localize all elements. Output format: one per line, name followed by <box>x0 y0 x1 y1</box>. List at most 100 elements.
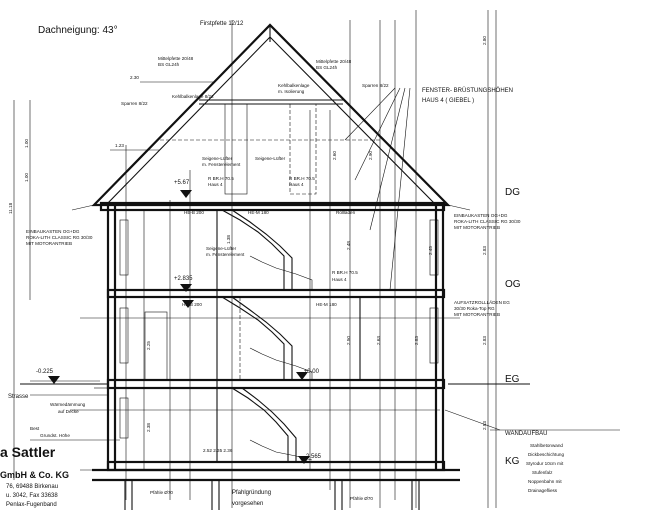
dim-mid-1: 1.38 <box>226 235 231 244</box>
dim-mid-4: 2.25 <box>146 341 151 350</box>
beam-label-mid-left: HE-B 200 <box>182 302 202 307</box>
grundst-label: Grundst. Höhe <box>40 433 70 438</box>
collar-beam-label: Kehlbalkenlage <box>278 83 310 88</box>
dim-mid-3: 2.50 <box>346 336 351 345</box>
dim-right-1: 2.80 <box>482 36 487 45</box>
left-shutter-label-2: ROKA-LITH CLASSIC RG 30/30 <box>26 235 93 240</box>
rollladen-label: Rollladen <box>336 210 356 215</box>
haus-label-og: Haus 4 <box>332 277 347 282</box>
dim-top-3: 2.90 <box>368 151 373 160</box>
level-street: -0.225 <box>36 369 54 375</box>
best-label: Best <box>30 426 40 431</box>
haus-label-dg-right: Haus 4 <box>289 182 304 187</box>
level-marker-eg <box>296 372 308 380</box>
left-shutter-label-3: MIT MOTORANTRIEB <box>26 241 72 246</box>
wall-layer-4: Stufenfalz <box>532 470 553 475</box>
roof-pitch-label: Dachneigung: 43° <box>38 25 118 36</box>
level-marker-og <box>180 284 192 292</box>
company-phone: u. 3042, Fax 33638 <box>6 493 58 499</box>
beam-marker <box>182 300 194 308</box>
mid-purlin-left-label: Mittelpfette 20/48 <box>158 56 194 61</box>
wall-layer-2: Dickbeschichtung <box>528 452 564 457</box>
level-eg: ±0.00 <box>304 369 320 375</box>
dim-left-a: 1.00 <box>24 139 29 148</box>
haus-label-dg: Haus 4 <box>208 182 223 187</box>
ventilator-label-og-2: m. Fensterelement <box>206 252 245 257</box>
pile-label-right: Pfähle Ø70 <box>350 496 373 501</box>
wall-layer-3: Styrodur 10cm mit <box>526 461 564 466</box>
ridge-purlin-label: Firstpfette 12/12 <box>200 21 244 27</box>
right-shutter-label-3: MIT MOTORANTRIEB <box>454 225 500 230</box>
dim-right-4: 2.83 <box>482 421 487 430</box>
ventilator-label-dg-2: m. Fensterelement <box>202 162 241 167</box>
beam-label-top-right: HE-M 180 <box>248 210 269 215</box>
rbr-label-dg: R BR.H 70.5 <box>208 176 234 181</box>
level-dg: +5.67 <box>174 180 190 186</box>
dim-mid-7: 2.60 <box>332 151 337 160</box>
insulation-label-2: auf Decke <box>58 409 79 414</box>
dim-mid-5: 2.38 <box>146 423 151 432</box>
dim-left-total: 11.18 <box>8 202 13 214</box>
window-heading: FENSTER- BRÜSTUNGSHÖHEN <box>422 87 513 94</box>
level-marker-dg <box>180 190 192 198</box>
collar-beam-label-2: m. Isolierung <box>278 89 305 94</box>
dim-right-5: 2.83 <box>414 336 419 345</box>
floor-label-dg: DG <box>505 187 520 198</box>
beam-label-top-left: HE-B 200 <box>184 210 204 215</box>
ventilator-label-dg-right: Seigene-Lüfter <box>255 156 286 161</box>
mid-purlin-right-label-2: BS GL24h <box>316 65 338 70</box>
level-marker-kg <box>298 456 310 464</box>
roof <box>71 23 471 211</box>
company-address: 76, 69488 Birkenau <box>6 484 58 490</box>
dimension-lines <box>13 10 497 508</box>
dim-right-3: 2.83 <box>482 336 487 345</box>
rbr-label-dg-right: R BR.H 70.5 <box>289 176 315 181</box>
foundation-label: Pfahlgründung <box>232 490 271 496</box>
street-label: Strasse <box>8 394 29 400</box>
left-shutter-label-1: EINBAUKASTEN OG+DG <box>26 229 80 234</box>
kg-dimension-text: 2.52 2.35 2.36 <box>203 448 233 453</box>
level-marker-street <box>48 376 60 384</box>
dim-left-b: 1.00 <box>24 173 29 182</box>
wall-layer-6: Drainagefliess <box>528 488 558 493</box>
dim-top-1: 2.30 <box>130 75 139 80</box>
window-heading-sub: HAUS 4 ( GIEBEL ) <box>422 98 474 104</box>
floor-label-og: OG <box>505 279 521 290</box>
roller-eg-label-3: MIT MOTORANTRIEB <box>454 312 500 317</box>
collar-beam-left-label: Kehlbalkenlage 8/22 <box>172 94 214 99</box>
right-shutter-label-2: ROKA-LITH CLASSIC RG 30/30 <box>454 219 521 224</box>
roller-eg-label-2: 30/30 Roka-Top RG <box>454 306 495 311</box>
pile-label-left: Pfähle Ø70 <box>150 490 173 495</box>
rafter-left-label: Sparren 8/22 <box>121 101 148 106</box>
rbr-label-og: R BR.H 70.5 <box>332 270 358 275</box>
ventilator-label-og: Seigene-Lüfter <box>206 246 237 251</box>
rafter-right-label: Sparren 8/22 <box>362 83 389 88</box>
level-markers <box>48 190 310 464</box>
ventilator-label-dg: Seigene-Lüfter <box>202 156 233 161</box>
level-og: +2.835 <box>174 276 193 282</box>
dim-mid-2: 2.48 <box>346 241 351 250</box>
roller-eg-label-1: AUFSATZROLLLÄDEN EG <box>454 299 510 305</box>
dim-mid-6: 2.63 <box>376 336 381 345</box>
insulation-label: Wärmedämmung <box>50 402 86 407</box>
mid-purlin-left-label-2: BS GL24h <box>158 62 180 67</box>
mid-purlin-right-label: Mittelpfette 20/48 <box>316 59 352 64</box>
floor-label-kg: KG <box>505 456 520 467</box>
company-name: a Sattler <box>0 444 56 460</box>
foundation-label-2: vorgesehen <box>232 501 263 507</box>
right-shutter-label-1: EINBAUKASTEN OG+DG <box>454 213 508 218</box>
company-stamp: a Sattler GmbH & Co. KG 76, 69488 Birken… <box>0 444 69 508</box>
company-bottom: Penlax-Fugenband <box>6 502 57 508</box>
wall-heading: WANDAUFBAU <box>505 431 547 437</box>
staircase <box>221 209 313 462</box>
wall-layer-1: Stahlbetonwand <box>530 443 563 448</box>
dim-mid-8: 2.45 <box>428 246 433 255</box>
floor-label-eg: EG <box>505 374 520 385</box>
wall-layer-5: Noppenbahn mit <box>528 479 562 484</box>
company-legal: GmbH & Co. KG <box>0 470 69 480</box>
dim-top-2: 1.23 <box>115 143 124 148</box>
beam-label-mid-right: HE-M 180 <box>316 302 337 307</box>
dim-right-2: 2.83 <box>482 246 487 255</box>
level-kg: -2.565 <box>304 454 322 460</box>
